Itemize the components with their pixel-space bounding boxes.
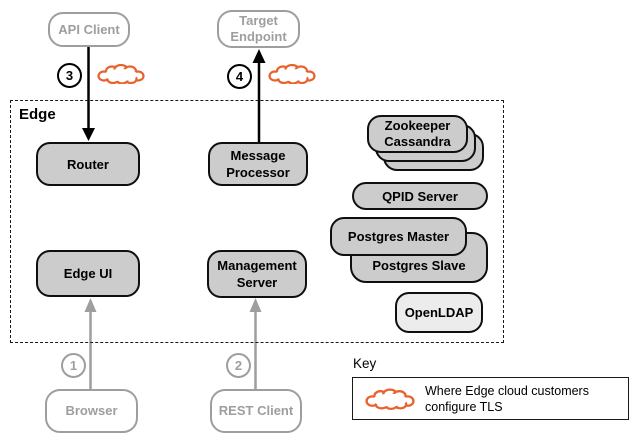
node-target-endpoint: Target Endpoint [217,10,300,48]
qpid-server-label: QPID Server [382,188,458,204]
node-postgres-master: Postgres Master [330,217,467,256]
management-server-label-line2: Server [236,275,278,290]
node-management-server: Management Server [207,250,307,298]
openldap-label: OpenLDAP [404,305,474,320]
node-qpid-server: QPID Server [352,182,488,210]
rest-client-label: REST Client [218,403,294,418]
key-title: Key [353,356,377,371]
edge-zone-label: Edge [19,106,56,123]
node-router: Router [36,142,140,186]
router-label: Router [67,156,109,172]
tls-cloud-icon [365,388,415,411]
key-legend-text: Where Edge cloud customers configure TLS [425,383,589,415]
node-rest-client: REST Client [210,389,302,433]
tls-cloud-icon [97,64,145,84]
target-endpoint-label-line2: Endpoint [230,29,287,44]
edge-ui-label: Edge UI [63,266,113,281]
key-legend-box: Where Edge cloud customers configure TLS [352,377,629,420]
node-browser: Browser [45,389,138,433]
message-processor-label-line2: Processor [226,165,290,180]
key-legend-text-line2: configure TLS [425,400,503,414]
step-badge-2-number: 2 [234,358,243,373]
postgres-master-label: Postgres Master [347,229,450,244]
step-badge-3-number: 3 [65,68,74,83]
step-badge-4-number: 4 [235,69,244,84]
step-badge-3: 3 [57,63,82,88]
postgres-slave-label: Postgres Slave [372,258,466,273]
cassandra-label: Cassandra [384,134,451,149]
zookeeper-label: Zookeeper [384,118,451,133]
node-message-processor: Message Processor [208,142,308,186]
target-endpoint-label-line1: Target [239,13,278,28]
step-badge-2: 2 [226,353,251,378]
api-client-label: API Client [58,21,120,37]
step-badge-4: 4 [227,64,252,89]
edge-zone-boundary: Edge [10,100,504,343]
node-edge-ui: Edge UI [36,250,140,297]
node-zookeeper-cassandra: Zookeeper Cassandra [367,115,468,153]
node-api-client: API Client [48,12,130,47]
tls-cloud-icon [268,64,316,84]
management-server-label-line1: Management [217,258,297,273]
key-legend-text-line1: Where Edge cloud customers [425,384,589,398]
step-badge-1-number: 1 [69,358,78,373]
node-openldap: OpenLDAP [395,292,483,333]
message-processor-label-line1: Message [230,148,286,163]
browser-label: Browser [65,403,118,418]
step-badge-1: 1 [61,353,86,378]
